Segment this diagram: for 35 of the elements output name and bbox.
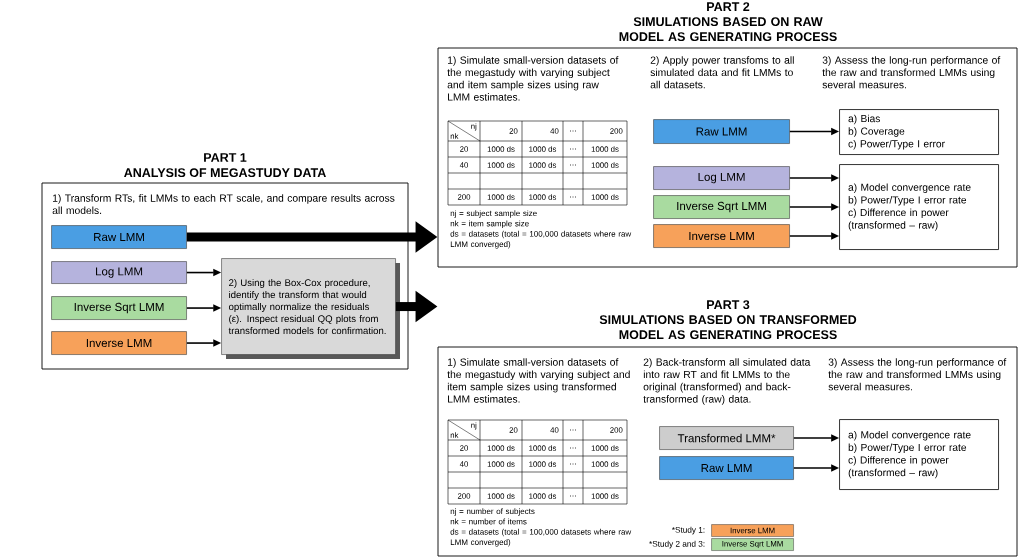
footnote-text: *Study 1:	[671, 526, 705, 535]
step-text: 3) Assess the long-run performance of the raw and transformed LMMs using several measures.	[828, 358, 1007, 391]
model-box: Raw LMM	[653, 119, 790, 144]
measures-box: a) Model convergence rate b) Power/Type I error rate c) Difference in power (transformed – raw)	[839, 419, 999, 490]
panel-heading: SIMULATIONS BASED ON RAW MODEL AS GENERATING PROCESS	[619, 17, 837, 42]
step-text: 2) Apply power transfoms to all simulated data and fit LMMs to all datasets.	[650, 56, 794, 89]
table-note: ds = datasets (total = 100,000 datasets where raw LMM converged)	[450, 528, 632, 547]
process-box: 2) Using the Box-Cox procedure, identify the transform that would optimally normalize the residuals (ε). Inspect residual QQ plots from transformed models for confirmation.	[221, 258, 400, 359]
measures-box: a) Bias b) Coverage c) Power/Type I error	[839, 109, 999, 155]
step-text: 3) Assess the long-run performance of the raw and transformed LMMs using several measures.	[822, 56, 1001, 89]
table-note: nj = number of subjects	[450, 508, 535, 516]
table-note: nj = subject sample size	[450, 210, 537, 218]
panel-heading: SIMULATIONS BASED ON TRANSFORMED MODEL AS GENERATING PROCESS	[599, 315, 857, 340]
model-box: Transformed LMM*	[659, 426, 794, 450]
table-note: ds = datasets (total = 100,000 datasets where raw LMM converged)	[450, 230, 632, 249]
model-box: Raw LMM	[51, 225, 187, 249]
step-text: 1) Transform RTs, fit LMMs to each RT scale, and compare results across all models.	[52, 194, 395, 215]
table-note: nk = item sample size	[450, 220, 529, 228]
model-box: Inverse Sqrt LMM	[653, 195, 790, 219]
step-text: 2) Back-transform all simulated data into raw RT and fit LMMs to the original (transformed) and back-transformed (raw) data.	[643, 358, 811, 405]
table-note: nk = number of items	[450, 518, 527, 525]
footnote-text: *Study 2 and 3:	[649, 540, 705, 549]
measures-box: a) Model convergence rate b) Power/Type I error rate c) Difference in power (transformed – raw)	[839, 164, 999, 250]
model-box: Log LMM	[653, 166, 790, 190]
step-text: 1) Simulate small-version datasets of the megastudy with varying subject and item sample sizes using raw LMM estimates.	[447, 56, 619, 101]
model-box: Log LMM	[51, 261, 187, 284]
panel-heading: PART 2	[707, 2, 750, 11]
step-text: 1) Simulate small-version datasets of the megastudy with varying subject and item sample sizes using transformed LMM estimates.	[447, 358, 630, 403]
model-box: Raw LMM	[659, 456, 794, 480]
model-box: Inverse LMM	[653, 224, 790, 248]
panel-heading: ANALYSIS OF MEGASTUDY DATA	[124, 168, 326, 178]
panel-heading: PART 1	[204, 153, 247, 162]
panel-heading: PART 3	[707, 300, 750, 310]
model-box: Inverse Sqrt LMM	[51, 296, 187, 320]
model-box: Inverse LMM	[51, 331, 187, 355]
